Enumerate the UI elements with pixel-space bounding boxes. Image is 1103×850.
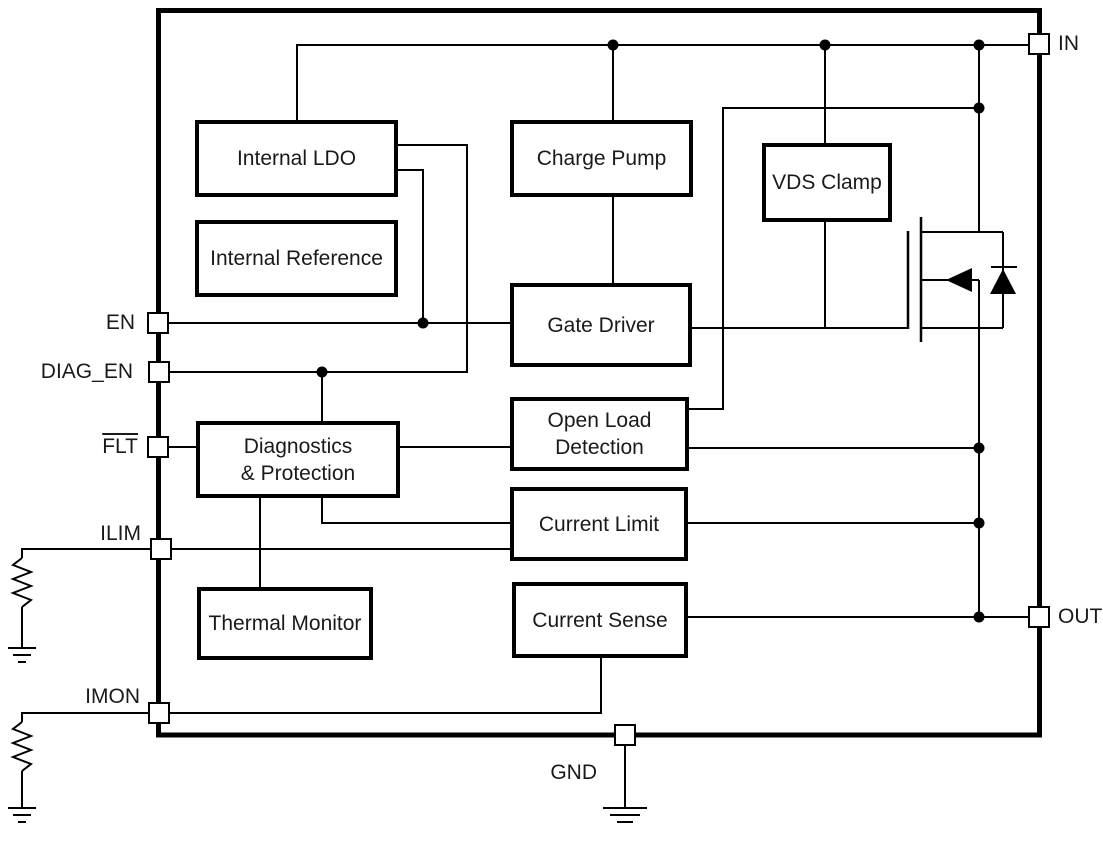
wire-ilim-resistor bbox=[21, 548, 150, 558]
block-open-load-detection: Open Load Detection bbox=[510, 397, 689, 471]
pin-square-imon bbox=[148, 702, 170, 724]
pin-square-ilim bbox=[150, 538, 172, 560]
block-thermal-monitor-label: Thermal Monitor bbox=[208, 612, 362, 635]
block-internal-reference-label: Internal Reference bbox=[210, 247, 383, 270]
block-current-limit: Current Limit bbox=[510, 487, 688, 561]
wire-diagnostics-currentlimit bbox=[321, 498, 510, 524]
mosfet-body-arrow bbox=[946, 268, 972, 292]
junction-dot bbox=[973, 102, 985, 114]
pin-label-flt: FLT bbox=[102, 435, 138, 458]
wire-imon-currentsense bbox=[170, 658, 602, 714]
mosfet-icon bbox=[906, 217, 1017, 342]
block-gate-driver-label: Gate Driver bbox=[547, 313, 655, 337]
junction-dot bbox=[607, 39, 619, 51]
block-charge-pump-label: Charge Pump bbox=[536, 147, 667, 170]
junction-dot bbox=[973, 517, 985, 529]
ilim-resistor-icon bbox=[10, 557, 34, 648]
block-gate-driver: Gate Driver bbox=[510, 283, 692, 367]
block-current-limit-label: Current Limit bbox=[538, 512, 660, 536]
imon-ground-icon bbox=[8, 807, 36, 823]
pin-square-out bbox=[1028, 606, 1050, 628]
pin-label-en: EN bbox=[105, 311, 135, 334]
block-open-load-detection-label: Open Load Detection bbox=[547, 409, 652, 459]
gnd-ground-icon bbox=[603, 807, 647, 823]
junction-dot bbox=[973, 39, 985, 51]
block-charge-pump: Charge Pump bbox=[510, 120, 693, 197]
junction-dot bbox=[973, 611, 985, 623]
block-vds-clamp: VDS Clamp bbox=[762, 143, 892, 222]
pin-label-ilim: ILIM bbox=[100, 522, 141, 545]
wire-imon-resistor bbox=[21, 712, 148, 722]
pin-label-gnd: GND bbox=[550, 761, 597, 784]
block-internal-reference: Internal Reference bbox=[195, 220, 398, 297]
pin-label-in: IN bbox=[1058, 32, 1079, 55]
block-current-sense: Current Sense bbox=[512, 582, 688, 658]
wire-in-openload bbox=[689, 107, 979, 410]
block-internal-ldo: Internal LDO bbox=[195, 120, 398, 197]
pin-label-diag-en: DIAG_EN bbox=[40, 360, 133, 383]
pin-label-imon: IMON bbox=[85, 685, 140, 708]
pin-square-in bbox=[1028, 33, 1050, 55]
block-diagnostics-protection: Diagnostics & Protection bbox=[196, 421, 400, 498]
pin-square-gnd bbox=[614, 724, 636, 746]
junction-dot bbox=[973, 442, 985, 454]
pin-square-flt bbox=[147, 436, 169, 458]
junction-dot bbox=[316, 366, 328, 378]
ilim-ground-icon bbox=[8, 647, 36, 663]
block-vds-clamp-label: VDS Clamp bbox=[772, 171, 882, 194]
junction-dot bbox=[417, 317, 429, 329]
wire-in-rail bbox=[296, 44, 1028, 120]
block-thermal-monitor: Thermal Monitor bbox=[197, 587, 373, 660]
junction-dots bbox=[316, 39, 985, 623]
block-current-sense-label: Current Sense bbox=[532, 608, 668, 632]
imon-resistor-icon bbox=[10, 721, 34, 808]
wire-en-ldo bbox=[398, 169, 424, 323]
body-diode-icon bbox=[990, 269, 1016, 294]
pin-square-en bbox=[147, 312, 169, 334]
pin-label-out: OUT bbox=[1058, 605, 1103, 628]
junction-dot bbox=[819, 39, 831, 51]
pin-square-diag-en bbox=[148, 361, 170, 383]
block-diagnostics-protection-label: Diagnostics & Protection bbox=[240, 434, 356, 485]
block-internal-ldo-label: Internal LDO bbox=[236, 147, 357, 170]
